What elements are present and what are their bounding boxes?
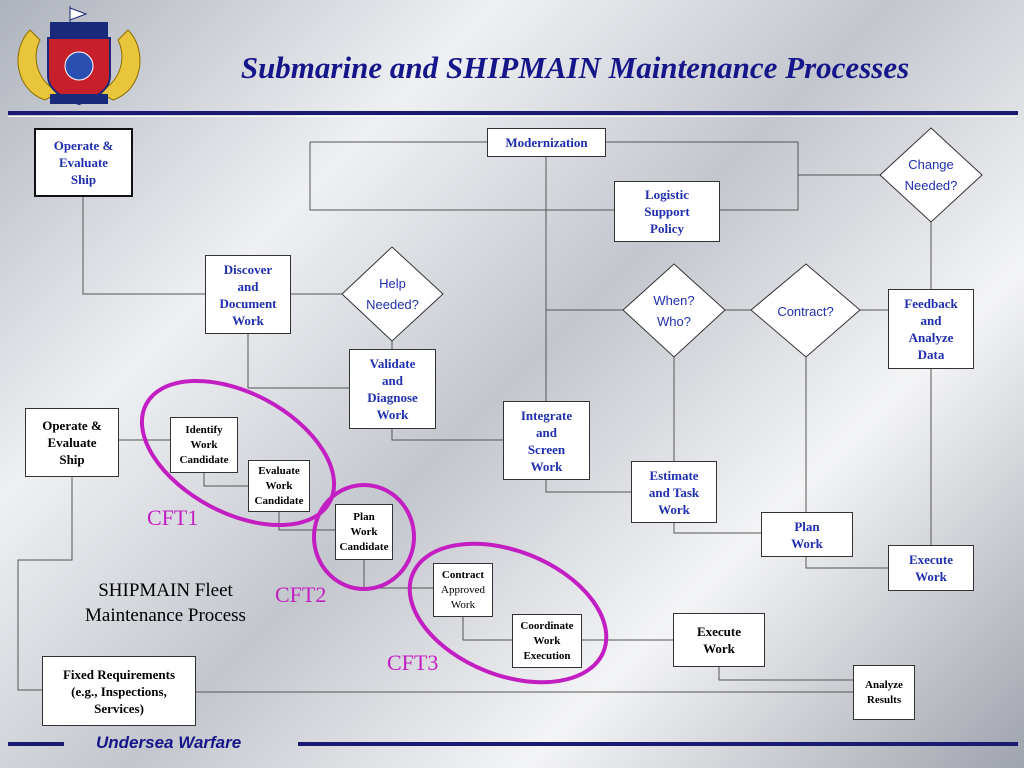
estimate-task-work-box: Estimate and Task Work (631, 461, 717, 523)
contract-question-label: Contract? (777, 303, 834, 319)
operate-evaluate-ship-bottom: Operate & Evaluate Ship (25, 408, 119, 477)
execute-work-right-box: Execute Work (888, 545, 974, 591)
discover-document-work-box: Discover and Document Work (205, 255, 291, 334)
shipmain-caption: SHIPMAIN Fleet Maintenance Process (85, 580, 246, 626)
contract-subtitle: Approved Work (441, 583, 485, 611)
page-title: Submarine and SHIPMAIN Maintenance Proce… (240, 50, 910, 85)
execute-work-mid-box: Execute Work (673, 613, 765, 667)
contract-title: Contract (441, 568, 485, 581)
help-needed-diamond (341, 246, 444, 342)
plan-work-box: Plan Work (761, 512, 853, 557)
coordinate-work-execution-box: Coordinate Work Execution (512, 614, 582, 668)
evaluate-work-candidate-box: Evaluate Work Candidate (248, 460, 310, 512)
change-needed-label: Change Needed? (904, 157, 958, 193)
submarine-force-logo (17, 6, 141, 106)
change-needed-diamond (879, 127, 983, 223)
plan-work-candidate-box: Plan Work Candidate (335, 504, 393, 560)
identify-work-candidate-box: Identify Work Candidate (170, 417, 238, 473)
footer-rule-left (8, 742, 64, 746)
header-rule (8, 111, 1018, 115)
feedback-analyze-data-box: Feedback and Analyze Data (888, 289, 974, 369)
cft2-ellipse (312, 483, 416, 591)
validate-diagnose-work-box: Validate and Diagnose Work (349, 349, 436, 429)
help-needed-label: Help Needed? (366, 276, 419, 312)
contract-diamond (750, 263, 861, 358)
footer-text: Undersea Warfare (96, 733, 242, 752)
fixed-requirements-box: Fixed Requirements (e.g., Inspections, S… (42, 656, 196, 726)
integrate-screen-work-box: Integrate and Screen Work (503, 401, 590, 480)
modernization-box: Modernization (487, 128, 606, 157)
cft1-label: CFT1 (147, 505, 199, 530)
logistic-support-policy-box: Logistic Support Policy (614, 181, 720, 242)
cft2-label: CFT2 (275, 582, 327, 607)
when-who-diamond (622, 263, 726, 358)
when-who-label: When? Who? (653, 293, 695, 329)
contract-approved-work-box: Contract Approved Work (433, 563, 493, 617)
operate-evaluate-ship-top: Operate & Evaluate Ship (34, 128, 133, 197)
cft3-label: CFT3 (387, 650, 439, 675)
footer-rule-right (298, 742, 1018, 746)
cft3-ellipse (407, 541, 609, 685)
analyze-results-box: Analyze Results (853, 665, 915, 720)
